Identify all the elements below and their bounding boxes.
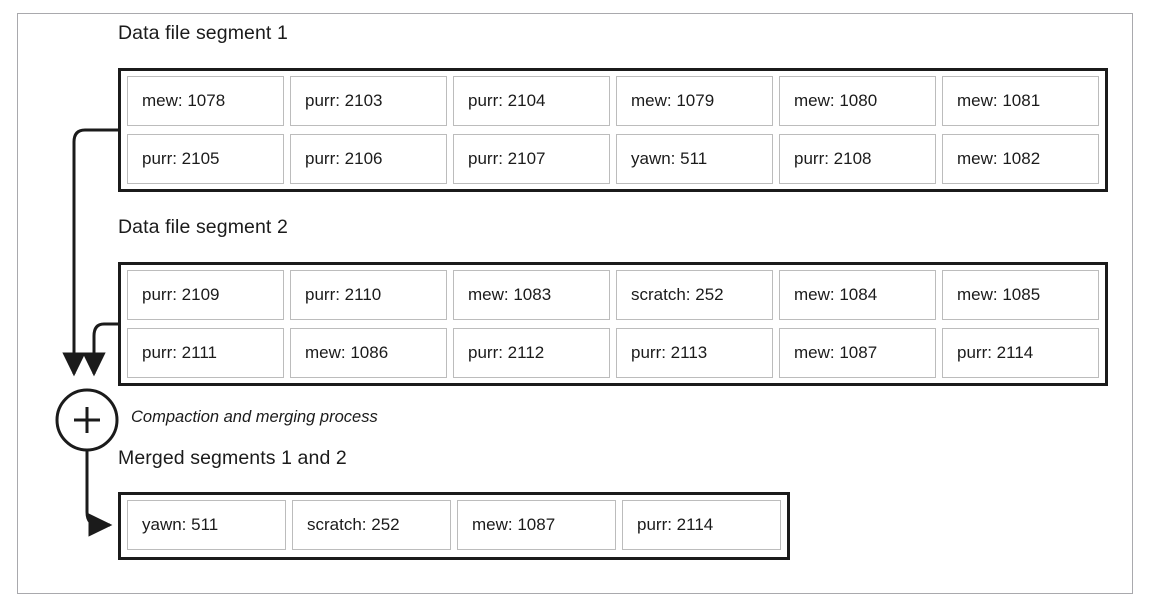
segment-1-cell: mew: 1078 [127, 76, 284, 126]
segment-1-row-1: mew: 1078 purr: 2103 purr: 2104 mew: 107… [127, 76, 1099, 126]
segment-2-cell: mew: 1084 [779, 270, 936, 320]
segment-1-cell: purr: 2105 [127, 134, 284, 184]
segment-1-cell: purr: 2104 [453, 76, 610, 126]
segment-1-cell: mew: 1082 [942, 134, 1099, 184]
segment-2-title: Data file segment 2 [118, 216, 288, 238]
segment-2-cell: mew: 1085 [942, 270, 1099, 320]
merged-row-1: yawn: 511 scratch: 252 mew: 1087 purr: 2… [127, 500, 781, 550]
segment-1-cell: purr: 2103 [290, 76, 447, 126]
segment-1-cell: mew: 1081 [942, 76, 1099, 126]
merged-cell: yawn: 511 [127, 500, 286, 550]
segment-2-cell: mew: 1087 [779, 328, 936, 378]
segment-2-row-2: purr: 2111 mew: 1086 purr: 2112 purr: 21… [127, 328, 1099, 378]
compaction-process-label: Compaction and merging process [131, 408, 378, 426]
segment-1-row-2: purr: 2105 purr: 2106 purr: 2107 yawn: 5… [127, 134, 1099, 184]
segment-1-cell: mew: 1080 [779, 76, 936, 126]
merged-cell: scratch: 252 [292, 500, 451, 550]
segment-1-cell: mew: 1079 [616, 76, 773, 126]
segment-2-cell: mew: 1086 [290, 328, 447, 378]
segment-1-box: mew: 1078 purr: 2103 purr: 2104 mew: 107… [118, 68, 1108, 192]
segment-1-cell: purr: 2106 [290, 134, 447, 184]
segment-2-cell: purr: 2109 [127, 270, 284, 320]
segment-1-cell: purr: 2107 [453, 134, 610, 184]
segment-1-cell: yawn: 511 [616, 134, 773, 184]
segment-2-cell: purr: 2112 [453, 328, 610, 378]
segment-2-cell: purr: 2114 [942, 328, 1099, 378]
segment-2-cell: purr: 2110 [290, 270, 447, 320]
segment-2-cell: mew: 1083 [453, 270, 610, 320]
merged-segments-box: yawn: 511 scratch: 252 mew: 1087 purr: 2… [118, 492, 790, 560]
merged-segments-title: Merged segments 1 and 2 [118, 447, 347, 469]
segment-2-row-1: purr: 2109 purr: 2110 mew: 1083 scratch:… [127, 270, 1099, 320]
segment-2-cell: purr: 2111 [127, 328, 284, 378]
merged-cell: mew: 1087 [457, 500, 616, 550]
segment-1-title: Data file segment 1 [118, 22, 288, 44]
segment-1-cell: purr: 2108 [779, 134, 936, 184]
merged-cell: purr: 2114 [622, 500, 781, 550]
segment-2-cell: scratch: 252 [616, 270, 773, 320]
segment-2-box: purr: 2109 purr: 2110 mew: 1083 scratch:… [118, 262, 1108, 386]
segment-2-cell: purr: 2113 [616, 328, 773, 378]
